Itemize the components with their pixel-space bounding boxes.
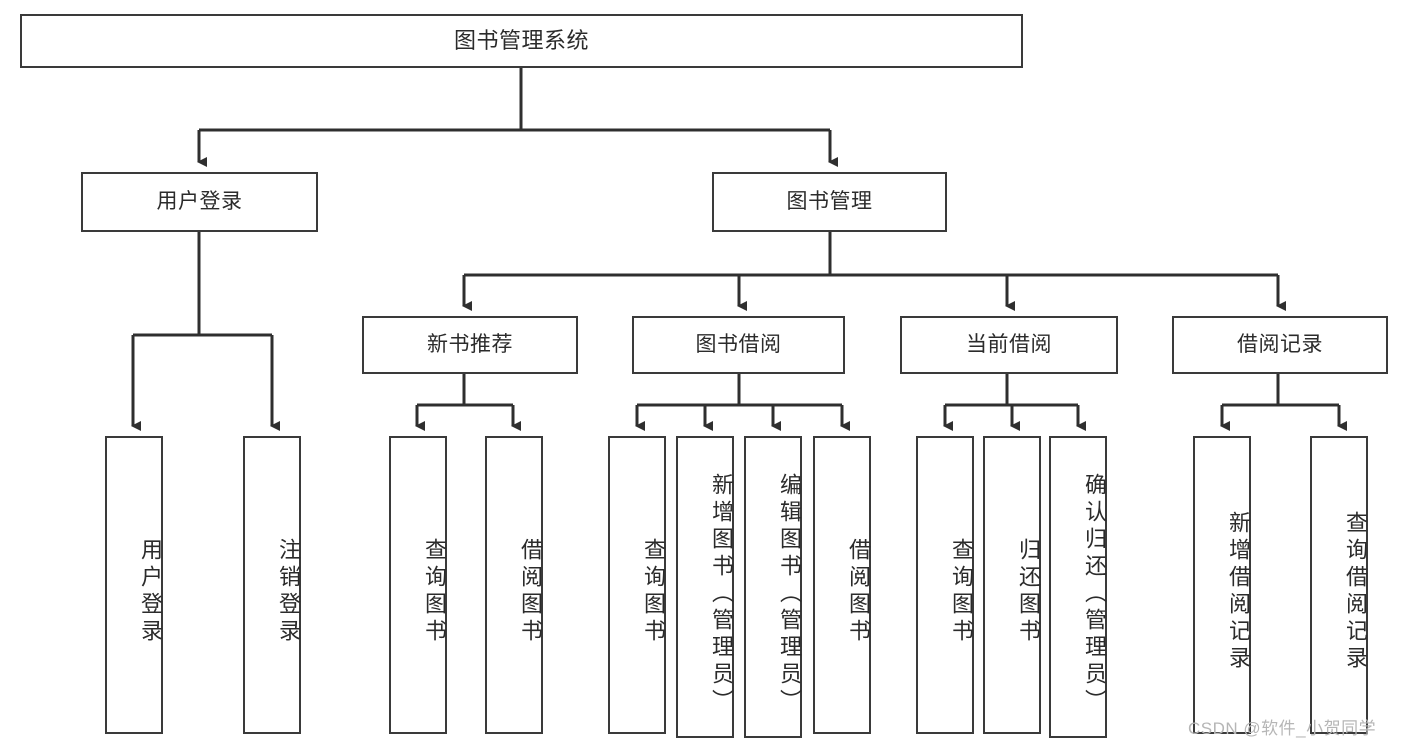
leaf-add-borrow-record[interactable]: 新增借阅记录: [1193, 436, 1251, 734]
node-current-borrow[interactable]: 当前借阅: [900, 316, 1118, 374]
node-label: 图书管理系统: [453, 28, 589, 54]
leaf-edit-book-admin[interactable]: 编辑图书（管理员）: [744, 436, 802, 738]
node-label: 借阅图书: [518, 538, 543, 646]
leaf-query-borrow-record[interactable]: 查询借阅记录: [1310, 436, 1368, 734]
node-label: 借阅图书: [846, 538, 871, 646]
watermark-text: CSDN @软件_小贺同学: [1188, 719, 1377, 738]
node-label: 用户登录: [156, 189, 243, 213]
node-label: 新增借阅记录: [1226, 511, 1251, 673]
node-label: 查询图书: [422, 538, 447, 646]
node-user-login[interactable]: 用户登录: [81, 172, 318, 232]
node-label: 新书推荐: [427, 332, 513, 356]
leaf-add-book-admin[interactable]: 新增图书（管理员）: [676, 436, 734, 738]
leaf-logout[interactable]: 注销登录: [243, 436, 301, 734]
leaf-user-login[interactable]: 用户登录: [105, 436, 163, 734]
node-label: 查询图书: [641, 538, 666, 646]
node-label: 图书借阅: [695, 332, 782, 356]
node-borrow-record[interactable]: 借阅记录: [1172, 316, 1388, 374]
leaf-borrow-book-recommend[interactable]: 借阅图书: [485, 436, 543, 734]
leaf-query-book-recommend[interactable]: 查询图书: [389, 436, 447, 734]
node-book-borrow[interactable]: 图书借阅: [632, 316, 845, 374]
leaf-confirm-return-admin[interactable]: 确认归还（管理员）: [1049, 436, 1107, 738]
node-label: 归还图书: [1016, 538, 1041, 646]
node-label: 确认归还（管理员）: [1082, 472, 1107, 716]
node-label: 新增图书（管理员）: [709, 472, 734, 716]
node-root-system[interactable]: 图书管理系统: [20, 14, 1023, 68]
node-label: 当前借阅: [966, 332, 1052, 356]
node-label: 查询借阅记录: [1343, 511, 1368, 673]
leaf-query-book-borrow[interactable]: 查询图书: [608, 436, 666, 734]
node-new-book-recommend[interactable]: 新书推荐: [362, 316, 578, 374]
node-label: 用户登录: [138, 538, 163, 646]
leaf-query-book-current[interactable]: 查询图书: [916, 436, 974, 734]
node-label: 借阅记录: [1237, 332, 1323, 356]
node-label: 注销登录: [276, 538, 301, 646]
node-label: 编辑图书（管理员）: [777, 472, 802, 716]
leaf-borrow-book[interactable]: 借阅图书: [813, 436, 871, 734]
node-label: 查询图书: [949, 538, 974, 646]
node-book-management[interactable]: 图书管理: [712, 172, 947, 232]
node-label: 图书管理: [786, 189, 873, 213]
leaf-return-book[interactable]: 归还图书: [983, 436, 1041, 734]
